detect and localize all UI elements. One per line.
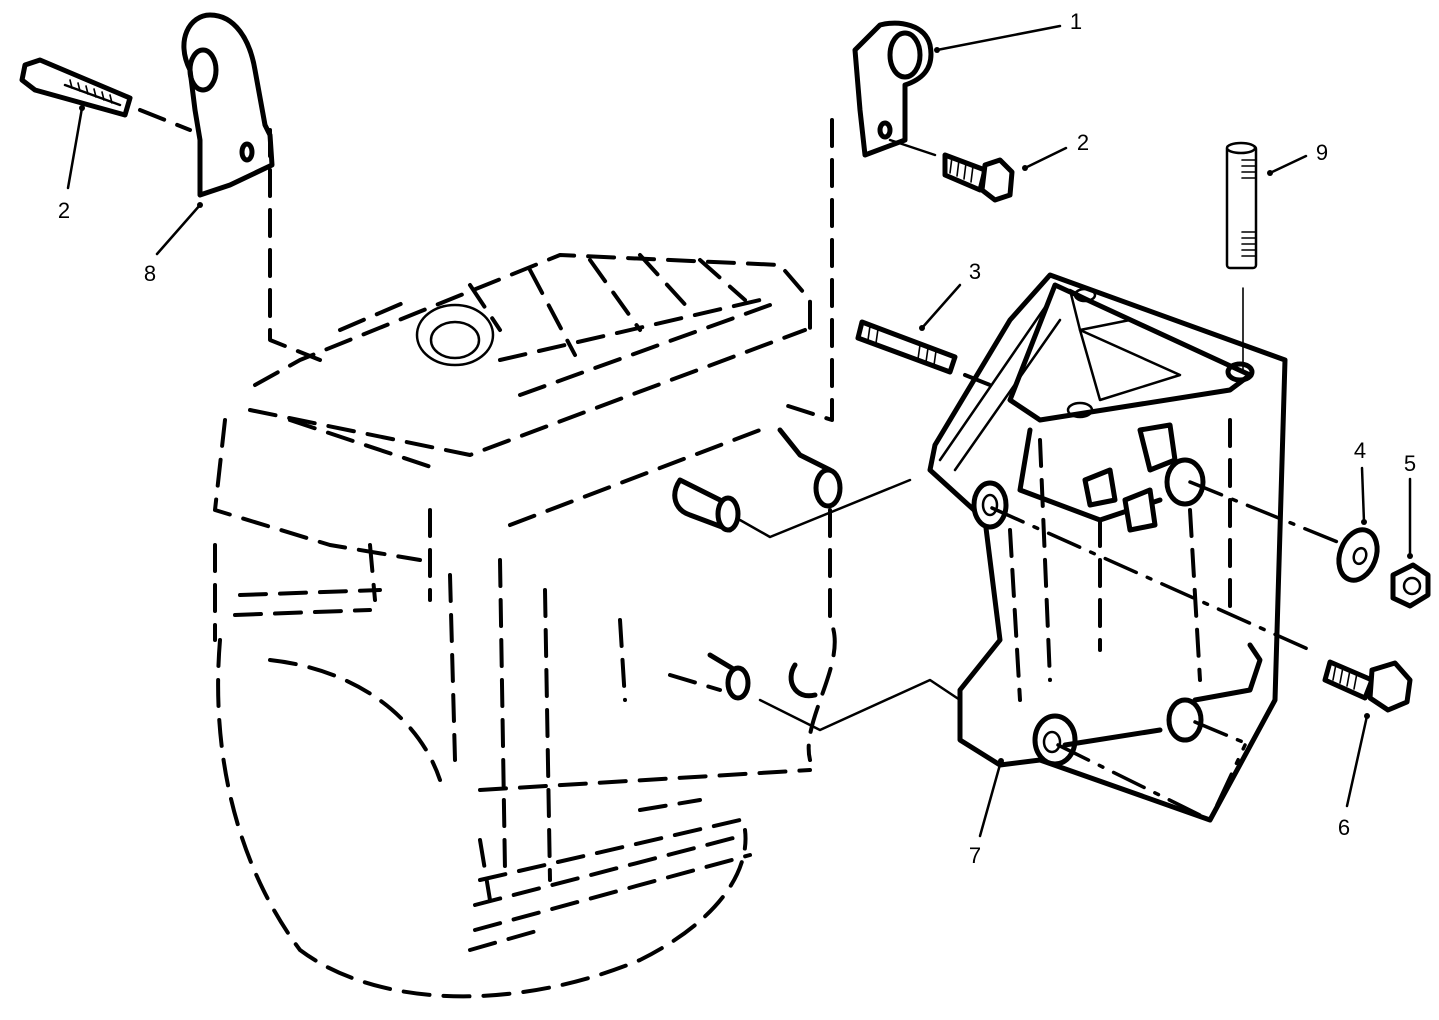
nut-5 [1390,562,1431,609]
flange-bolt-6 [1322,659,1413,713]
callout-5: 5 [1403,451,1417,476]
leader-lines [66,24,1413,838]
callout-7: 7 [968,843,982,868]
mounting-bracket-7 [927,272,1288,823]
stud-9 [1225,141,1258,373]
callout-6: 6 [1337,815,1351,840]
callout-2-top: 2 [1076,130,1090,155]
engine-block-outline [213,253,843,999]
callout-9: 9 [1315,140,1329,165]
bolt-long-left [19,57,192,132]
flange-bolt-top [888,138,1015,203]
assembly-lines [738,478,1347,822]
lifting-bracket-right [783,20,934,422]
washer-4 [1336,527,1380,583]
callout-3: 3 [968,259,982,284]
callout-1: 1 [1069,9,1083,34]
lifting-bracket-left [181,12,322,362]
callout-2-left: 2 [57,198,71,223]
callout-8: 8 [143,261,157,286]
stud-3 [855,319,992,387]
callout-4: 4 [1353,438,1367,463]
